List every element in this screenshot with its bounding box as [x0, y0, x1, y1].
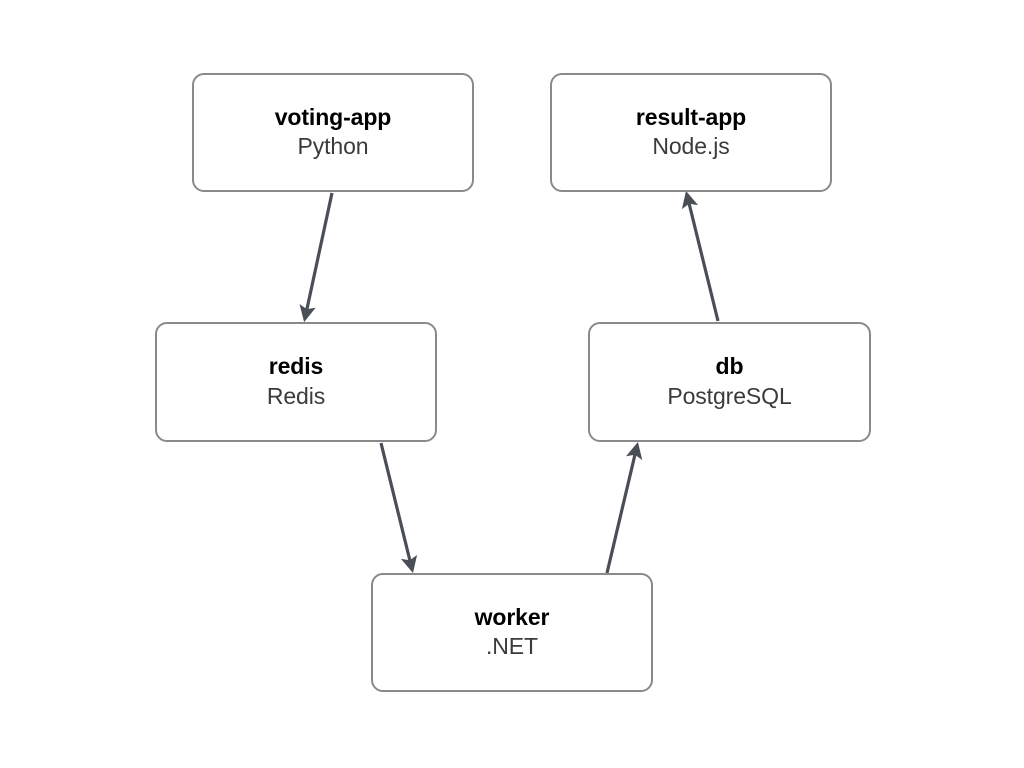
edge-voting-app-to-redis [299, 192, 334, 323]
node-result-app-title: result-app [635, 103, 747, 130]
node-db-subtitle: PostgreSQL [667, 382, 792, 409]
node-redis-subtitle: Redis [266, 382, 326, 409]
node-voting-app[interactable]: voting-app Python [192, 73, 474, 192]
edge-db-to-result-app [681, 190, 720, 322]
node-worker-subtitle: .NET [486, 633, 538, 660]
node-redis[interactable]: redis Redis [155, 322, 437, 442]
node-db[interactable]: db PostgreSQL [588, 322, 871, 442]
node-redis-title: redis [268, 353, 324, 380]
node-worker[interactable]: worker .NET [371, 573, 653, 692]
edge-redis-to-worker [379, 442, 418, 574]
node-worker-title: worker [474, 603, 550, 630]
edge-worker-to-db [605, 441, 643, 574]
node-result-app-subtitle: Node.js [652, 133, 730, 160]
node-voting-app-subtitle: Python [297, 133, 369, 160]
node-result-app[interactable]: result-app Node.js [550, 73, 832, 192]
node-db-title: db [715, 353, 744, 380]
node-voting-app-title: voting-app [274, 103, 392, 130]
